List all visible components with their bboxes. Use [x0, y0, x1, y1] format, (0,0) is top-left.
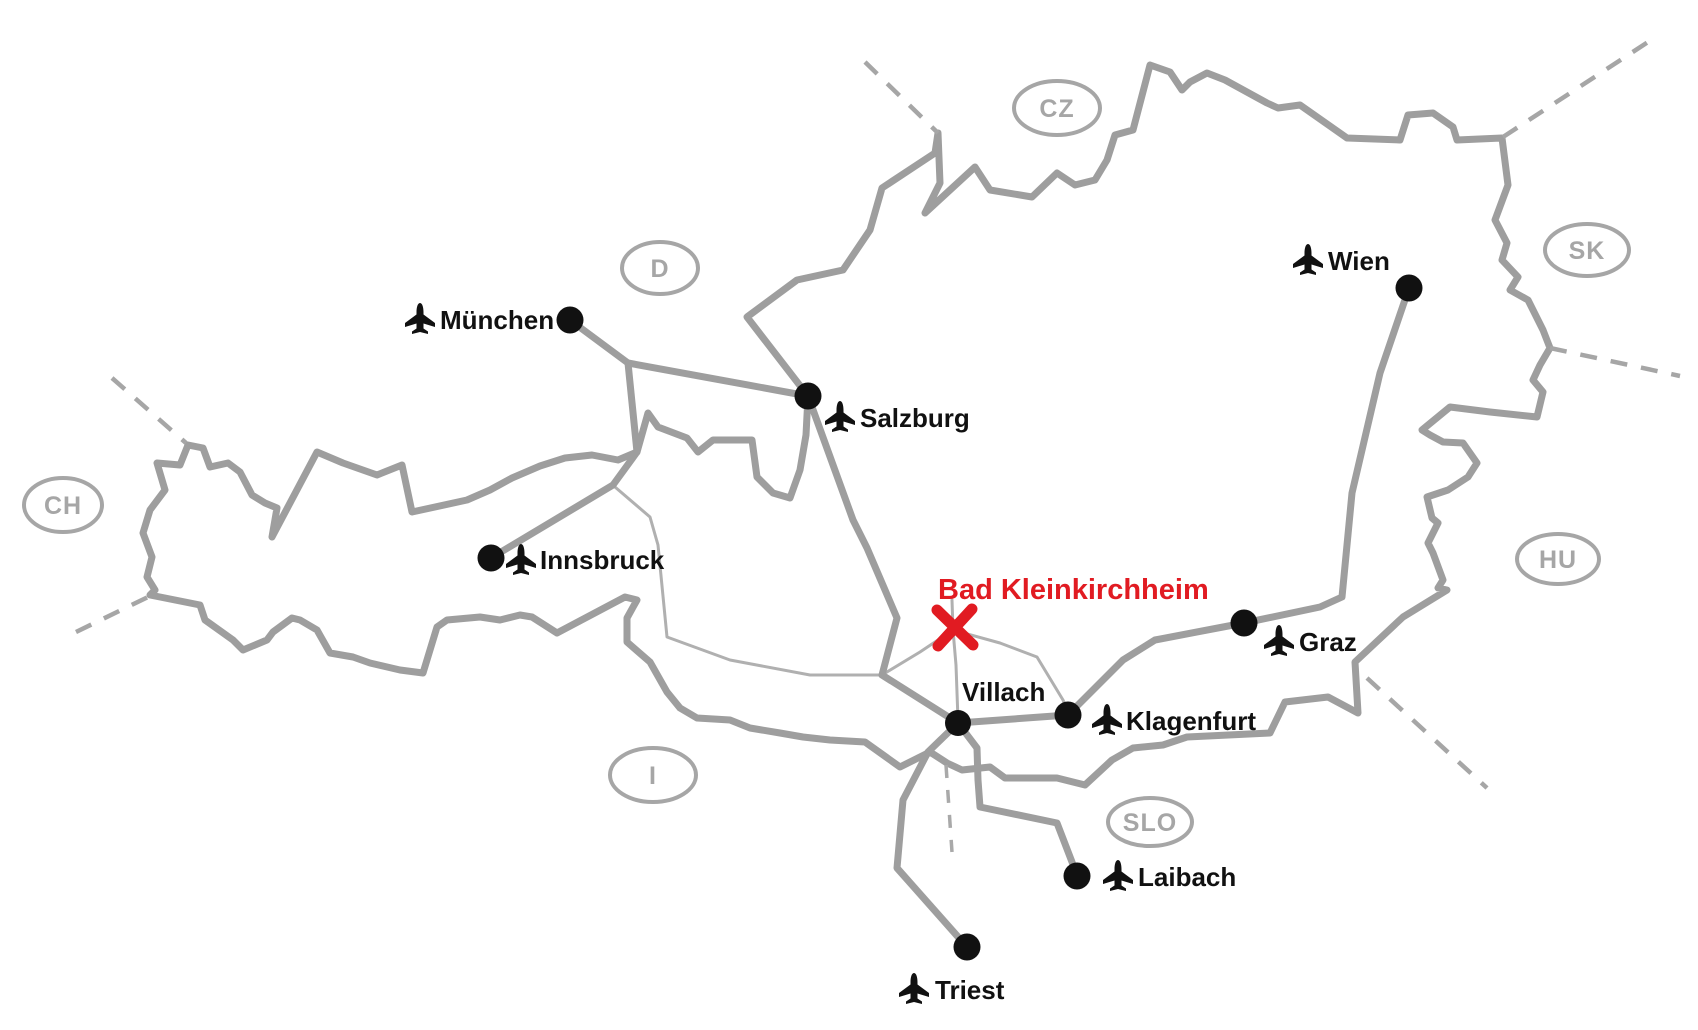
- klagenfurt-plane-icon: [1092, 704, 1122, 735]
- triest-label: Triest: [935, 975, 1005, 1005]
- dashed-border-ch-north: [110, 376, 188, 445]
- villach-dot: [945, 710, 971, 736]
- klagenfurt-dot: [1054, 701, 1082, 729]
- triest-dot: [953, 933, 981, 961]
- i-oval: [608, 746, 698, 804]
- dashed-border-sk-ne: [1501, 40, 1650, 139]
- city-marker-salzburg: Salzburg: [794, 382, 970, 433]
- city-marker-muenchen: München: [405, 303, 584, 335]
- dashed-border-cz-nw: [863, 60, 940, 135]
- muenchen-label: München: [440, 305, 554, 335]
- regional-line-west: [613, 485, 884, 677]
- country-badge-i: I: [608, 746, 698, 804]
- route-villach-klagenfurt: [954, 711, 1072, 727]
- route-junction-innsbruck: [487, 359, 641, 562]
- laibach-label: Laibach: [1138, 862, 1236, 892]
- city-marker-wien: Wien: [1293, 244, 1423, 302]
- muenchen-dot: [556, 306, 584, 334]
- city-marker-graz: Graz: [1230, 609, 1357, 657]
- graz-label: Graz: [1299, 627, 1357, 657]
- graz-dot: [1230, 609, 1258, 637]
- route-villach-triest: [893, 719, 971, 951]
- innsbruck-label: Innsbruck: [540, 545, 665, 575]
- route-salzburg-villach: [804, 392, 962, 727]
- hu-oval: [1515, 532, 1601, 586]
- destination-label: Bad Kleinkirchheim: [938, 574, 1209, 606]
- country-badge-ch: CH: [22, 476, 104, 534]
- graz-plane-icon: [1264, 625, 1294, 656]
- hu-label: HU: [1539, 546, 1577, 574]
- country-badge-cz: CZ: [1012, 79, 1102, 137]
- country-badge-d: D: [620, 240, 700, 296]
- slo-oval: [1106, 796, 1194, 848]
- country-badge-slo: SLO: [1106, 796, 1194, 848]
- laibach-dot: [1063, 862, 1091, 890]
- d-oval: [620, 240, 700, 296]
- cz-label: CZ: [1039, 95, 1074, 123]
- city-marker-innsbruck: Innsbruck: [477, 544, 665, 575]
- destination-x-icon: [931, 603, 979, 652]
- route-muenchen-junction-salzburg: [566, 316, 812, 400]
- ch-label: CH: [44, 492, 82, 520]
- city-marker-klagenfurt: Klagenfurt: [1054, 701, 1256, 736]
- route-klagenfurt-graz-wien: [1064, 284, 1413, 719]
- dashed-border-italy-slo: [944, 764, 954, 853]
- country-badge-hu: HU: [1515, 532, 1601, 586]
- salzburg-plane-icon: [825, 401, 855, 432]
- i-label: I: [649, 762, 657, 790]
- d-label: D: [650, 255, 669, 283]
- country-badge-sk: SK: [1543, 222, 1631, 278]
- dashed-border-slo-se: [1365, 676, 1489, 790]
- destination-marker-bad-kleinkirchheim: Bad Kleinkirchheim: [931, 574, 1209, 652]
- austria-border-outline: [139, 61, 1554, 789]
- slo-label: SLO: [1123, 809, 1177, 837]
- laibach-plane-icon: [1103, 860, 1133, 891]
- route-villach-laibach: [954, 719, 1081, 880]
- cz-oval: [1012, 79, 1102, 137]
- city-marker-laibach: Laibach: [1063, 860, 1236, 892]
- klagenfurt-label: Klagenfurt: [1126, 706, 1256, 736]
- dashed-border-hu-east: [1549, 345, 1681, 379]
- wien-plane-icon: [1293, 244, 1323, 275]
- sk-oval: [1543, 222, 1631, 278]
- dashed-border-ch-south: [75, 594, 149, 635]
- ch-oval: [22, 476, 104, 534]
- villach-label: Villach: [962, 677, 1045, 707]
- wien-label: Wien: [1328, 246, 1390, 276]
- wien-dot: [1395, 274, 1423, 302]
- triest-plane-icon: [899, 973, 929, 1004]
- regional-line-x-to-villach: [950, 598, 960, 722]
- salzburg-label: Salzburg: [860, 403, 970, 433]
- city-marker-villach: Villach: [945, 677, 1045, 736]
- city-marker-triest: Triest: [899, 933, 1005, 1005]
- salzburg-dot: [794, 382, 822, 410]
- muenchen-plane-icon: [405, 303, 435, 334]
- sk-label: SK: [1569, 237, 1606, 265]
- innsbruck-dot: [477, 544, 505, 572]
